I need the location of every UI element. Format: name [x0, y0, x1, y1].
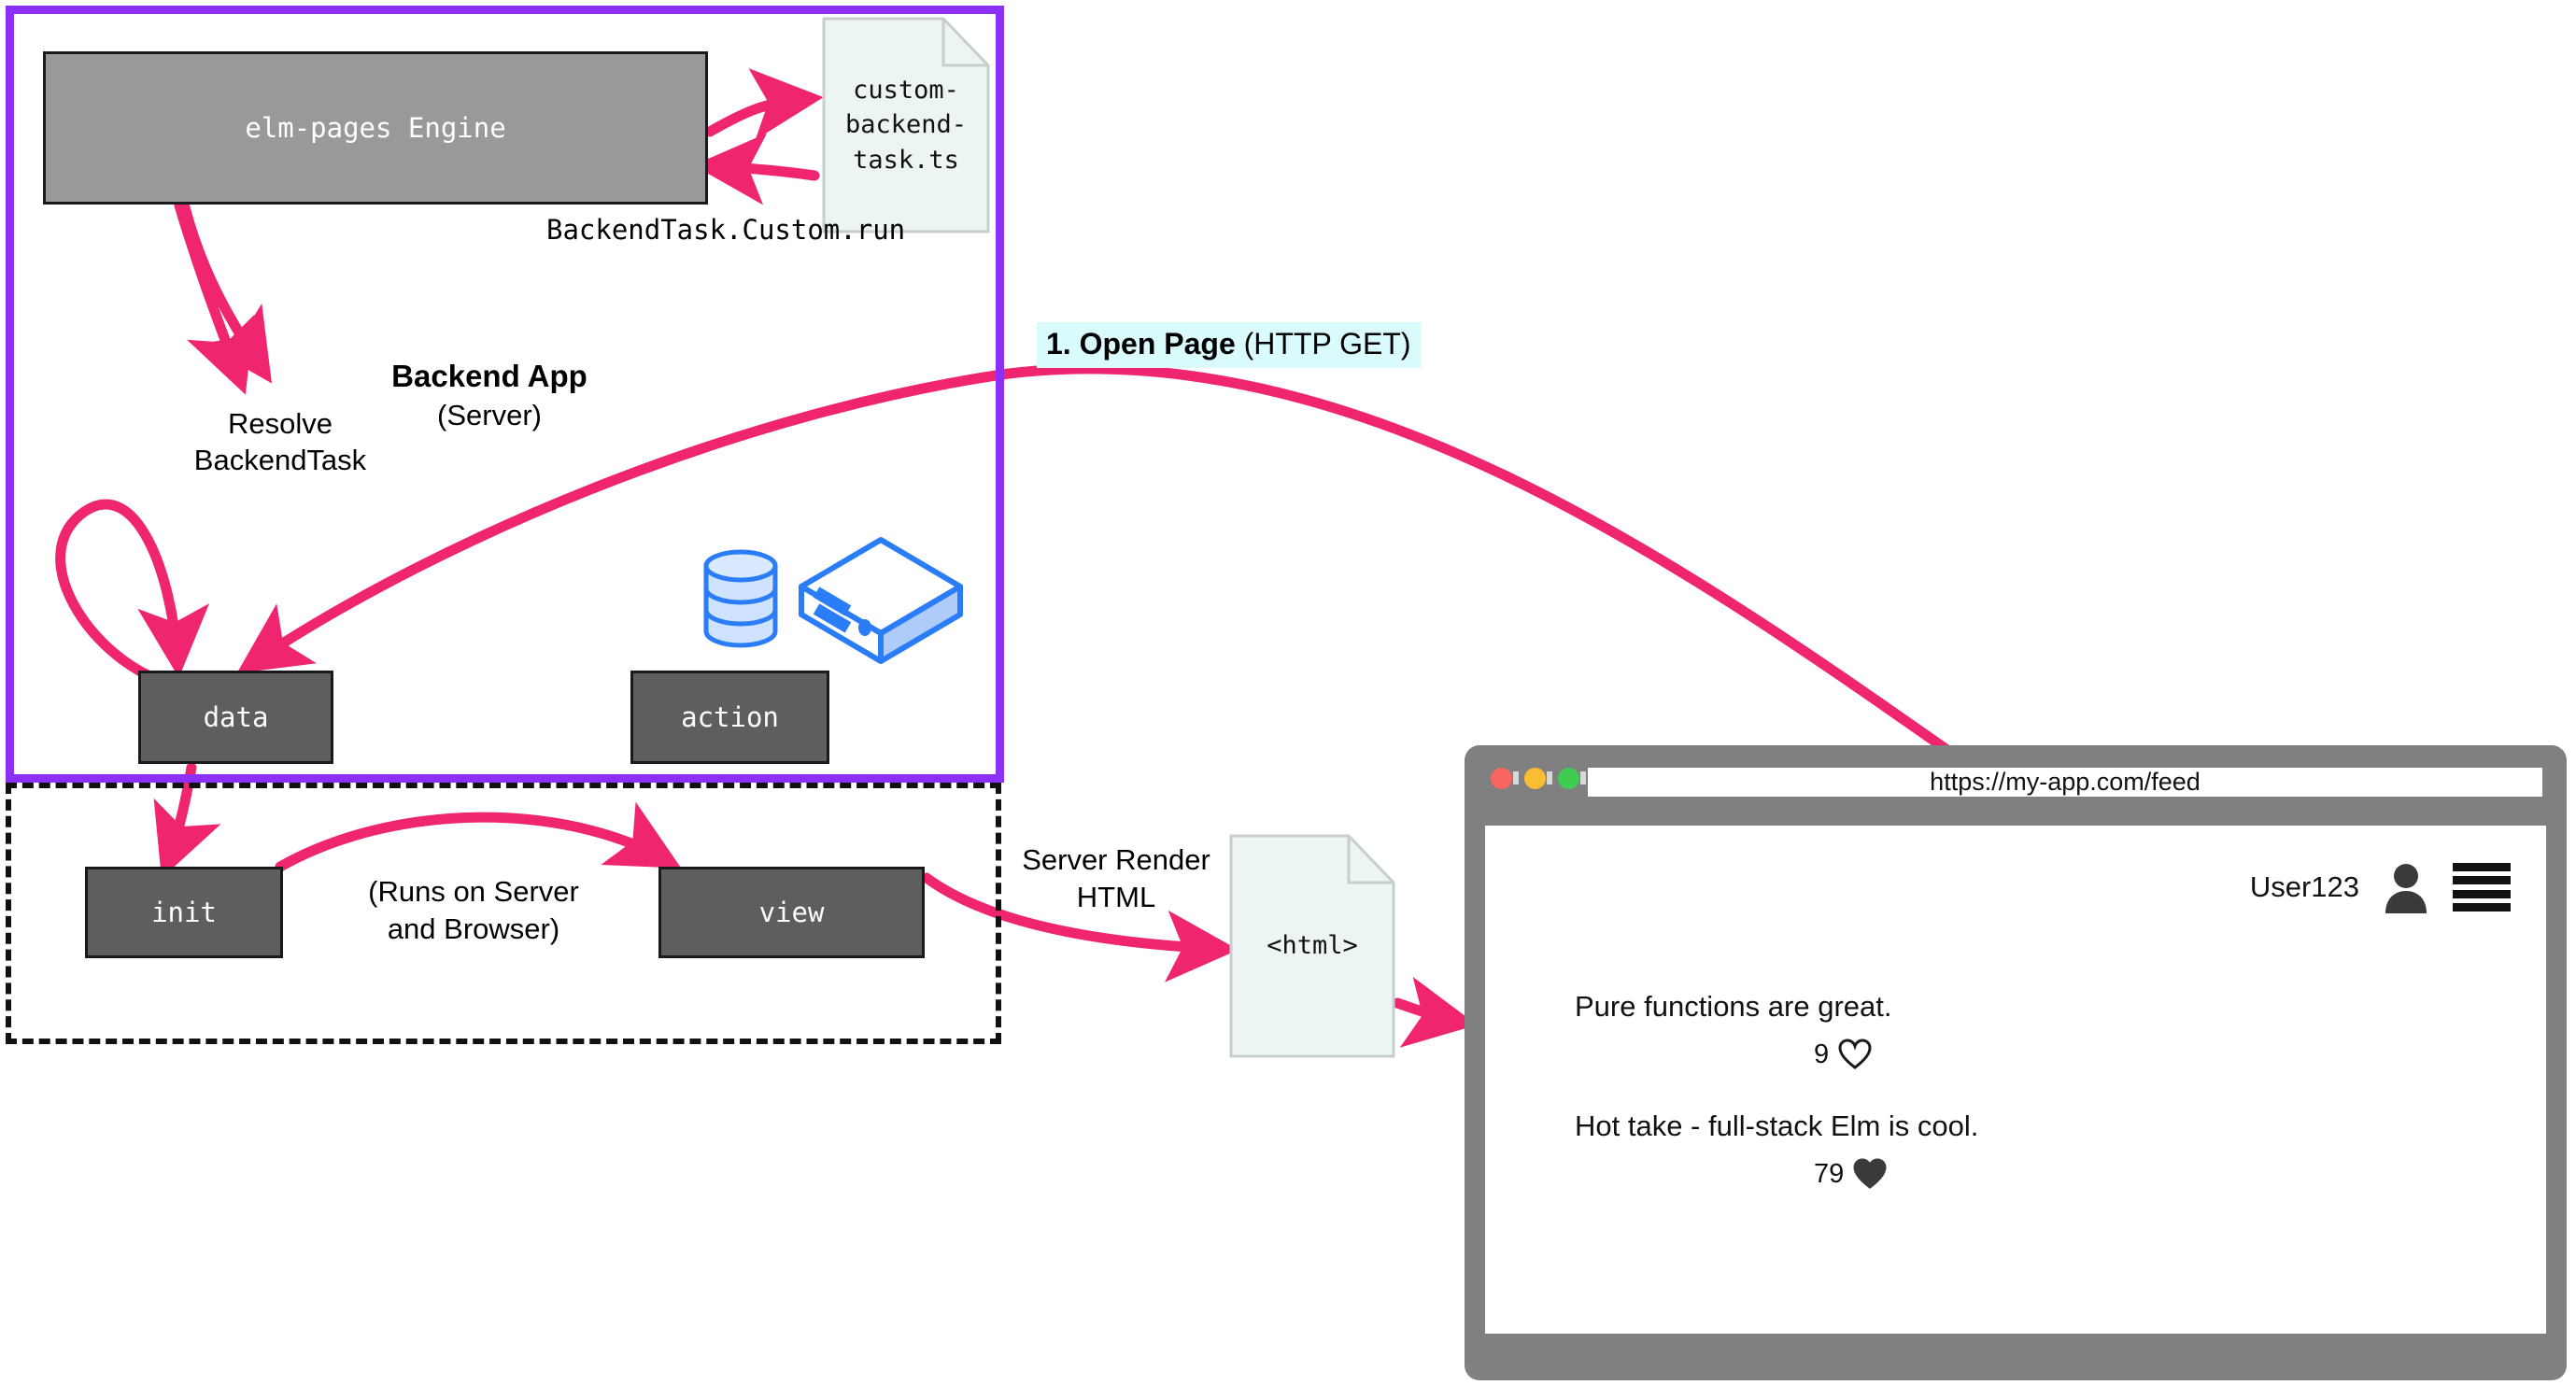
heart-outline-icon[interactable] — [1838, 1039, 1872, 1070]
server-render-html-label: Server Render HTML — [1022, 843, 1210, 913]
backend-app-title: Backend App (Server) — [361, 357, 618, 434]
backend-task-custom-run-caption: BackendTask.Custom.run — [546, 214, 906, 246]
file-shape — [1229, 834, 1395, 1058]
file-shape — [822, 17, 990, 233]
close-red-dot-icon[interactable] — [1491, 768, 1512, 789]
hamburger-menu-icon[interactable] — [2453, 863, 2511, 912]
hamburger-bar — [2453, 902, 2511, 912]
custom-backend-task-file-label: custom- backend- task.ts — [844, 76, 968, 175]
view-box: view — [658, 867, 925, 958]
browser-titlebar: https://my-app.com/feed — [1465, 745, 2567, 807]
elm-pages-engine-label: elm-pages Engine — [245, 112, 506, 144]
backend-app-title-text: Backend App — [391, 359, 587, 393]
minimize-yellow-dot-icon[interactable] — [1524, 768, 1546, 789]
init-box-label: init — [151, 897, 217, 928]
html-document-label: <html> — [1267, 931, 1358, 961]
custom-backend-task-file-icon: custom- backend- task.ts — [822, 17, 990, 233]
hamburger-bar — [2453, 863, 2511, 871]
maximize-green-dot-icon[interactable] — [1558, 768, 1579, 789]
open-page-annotation: 1. Open Page (HTTP GET) — [1037, 322, 1421, 368]
arrow-html-to-browser — [1392, 976, 1478, 1048]
app-header: User123 — [2250, 861, 2511, 913]
titlebar-tick — [1513, 771, 1519, 784]
browser-viewport: User123 Pure functions are great. 9 — [1485, 826, 2546, 1334]
like-count: 9 — [1814, 1039, 1830, 1069]
browser-window[interactable]: https://my-app.com/feed User123 — [1465, 745, 2567, 1380]
data-box: data — [138, 671, 333, 764]
runs-on-server-and-browser-label: (Runs on Server and Browser) — [368, 875, 579, 945]
shared-runtime-region — [6, 783, 1001, 1044]
heart-filled-icon[interactable] — [1853, 1158, 1887, 1190]
resolve-backendtask-label: Resolve BackendTask — [193, 407, 367, 477]
titlebar-tick — [1580, 771, 1586, 784]
like-count: 79 — [1814, 1158, 1845, 1189]
elm-pages-engine-box: elm-pages Engine — [43, 51, 708, 205]
titlebar-tick — [1547, 771, 1552, 784]
url-text: https://my-app.com/feed — [1930, 768, 2201, 796]
open-page-annotation-bold: 1. Open Page — [1046, 327, 1236, 360]
backend-app-region — [6, 6, 1004, 783]
post-feed: Pure functions are great. 9 Hot take - f… — [1575, 990, 2471, 1201]
post-like-row[interactable]: 79 — [1575, 1158, 2471, 1190]
view-box-label: view — [758, 897, 825, 928]
user-avatar-icon[interactable] — [2380, 861, 2432, 913]
backend-app-subtitle-text: (Server) — [437, 398, 542, 431]
post-text: Pure functions are great. — [1575, 990, 1892, 1023]
open-page-annotation-rest: (HTTP GET) — [1235, 327, 1411, 360]
feed-post: Hot take - full-stack Elm is cool. 79 — [1575, 1109, 2471, 1190]
post-text: Hot take - full-stack Elm is cool. — [1575, 1109, 1979, 1142]
feed-post: Pure functions are great. 9 — [1575, 990, 2471, 1070]
html-document-icon: <html> — [1229, 834, 1395, 1058]
data-box-label: data — [203, 701, 269, 733]
init-box: init — [85, 867, 283, 958]
server-icon — [799, 537, 963, 664]
hamburger-bar — [2453, 889, 2511, 898]
post-like-row[interactable]: 9 — [1575, 1039, 2471, 1070]
action-box: action — [630, 671, 829, 764]
database-icon — [703, 549, 778, 648]
url-bar[interactable]: https://my-app.com/feed — [1588, 768, 2542, 797]
username-label: User123 — [2249, 870, 2359, 903]
hamburger-bar — [2453, 876, 2511, 885]
action-box-label: action — [681, 701, 779, 733]
